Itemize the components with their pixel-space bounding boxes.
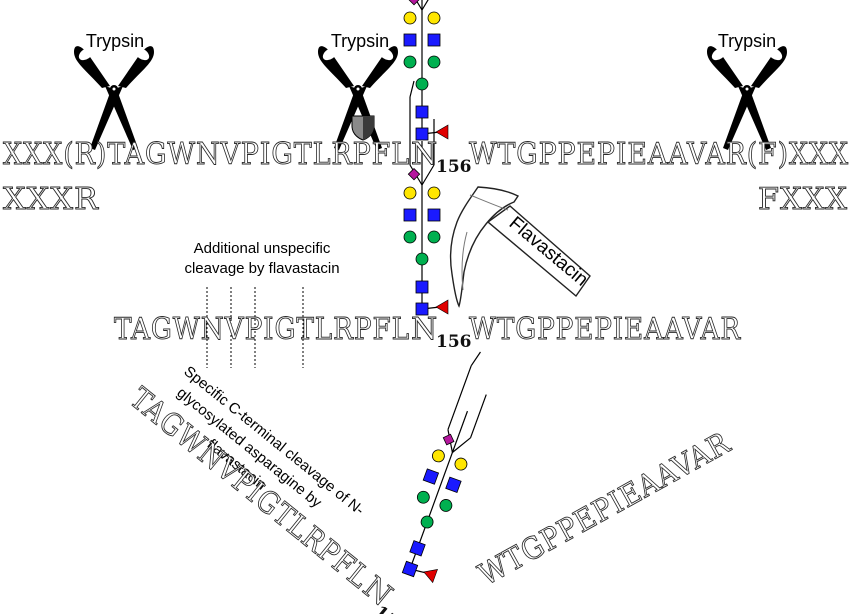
cleavage-product-peptide: WTGPPEPIEAAVAR xyxy=(473,425,737,593)
svg-text:156: 156 xyxy=(370,602,410,614)
fragment-left: XXXR xyxy=(3,182,99,217)
scissors-icon xyxy=(707,45,787,150)
cleavage-product-glycopeptide: TAGWNVPIGTLRPFL N 156 xyxy=(123,381,411,614)
pickaxe-icon: Flavastacin xyxy=(449,186,592,308)
trypsin-label-right: Trypsin xyxy=(718,31,776,51)
unspecific-cleavage-lines xyxy=(206,287,304,368)
trypsin-label-middle: Trypsin xyxy=(331,31,389,51)
peptide-sequence-tryptic: TAGWNVPIGTLRPFL N 156 WTGPPEPIEAAVAR xyxy=(114,312,741,352)
scissors-icon xyxy=(74,45,154,150)
peptide-sequence-full: XXX(R)TAGWNVPIGTLRPFL N 156 WTGPPEPIEAAV… xyxy=(3,137,849,177)
flavastacin-label: Flavastacin xyxy=(505,213,592,291)
trypsin-label-left: Trypsin xyxy=(86,31,144,51)
fragment-right: FXXX xyxy=(758,182,848,217)
glycan-structure-row1 xyxy=(403,0,449,141)
unspecific-cleavage-note-line1: Additional unspecific xyxy=(194,240,331,257)
unspecific-cleavage-note-line2: cleavage by flavastacin xyxy=(184,260,339,277)
glycan-structure-row4 xyxy=(390,347,514,585)
